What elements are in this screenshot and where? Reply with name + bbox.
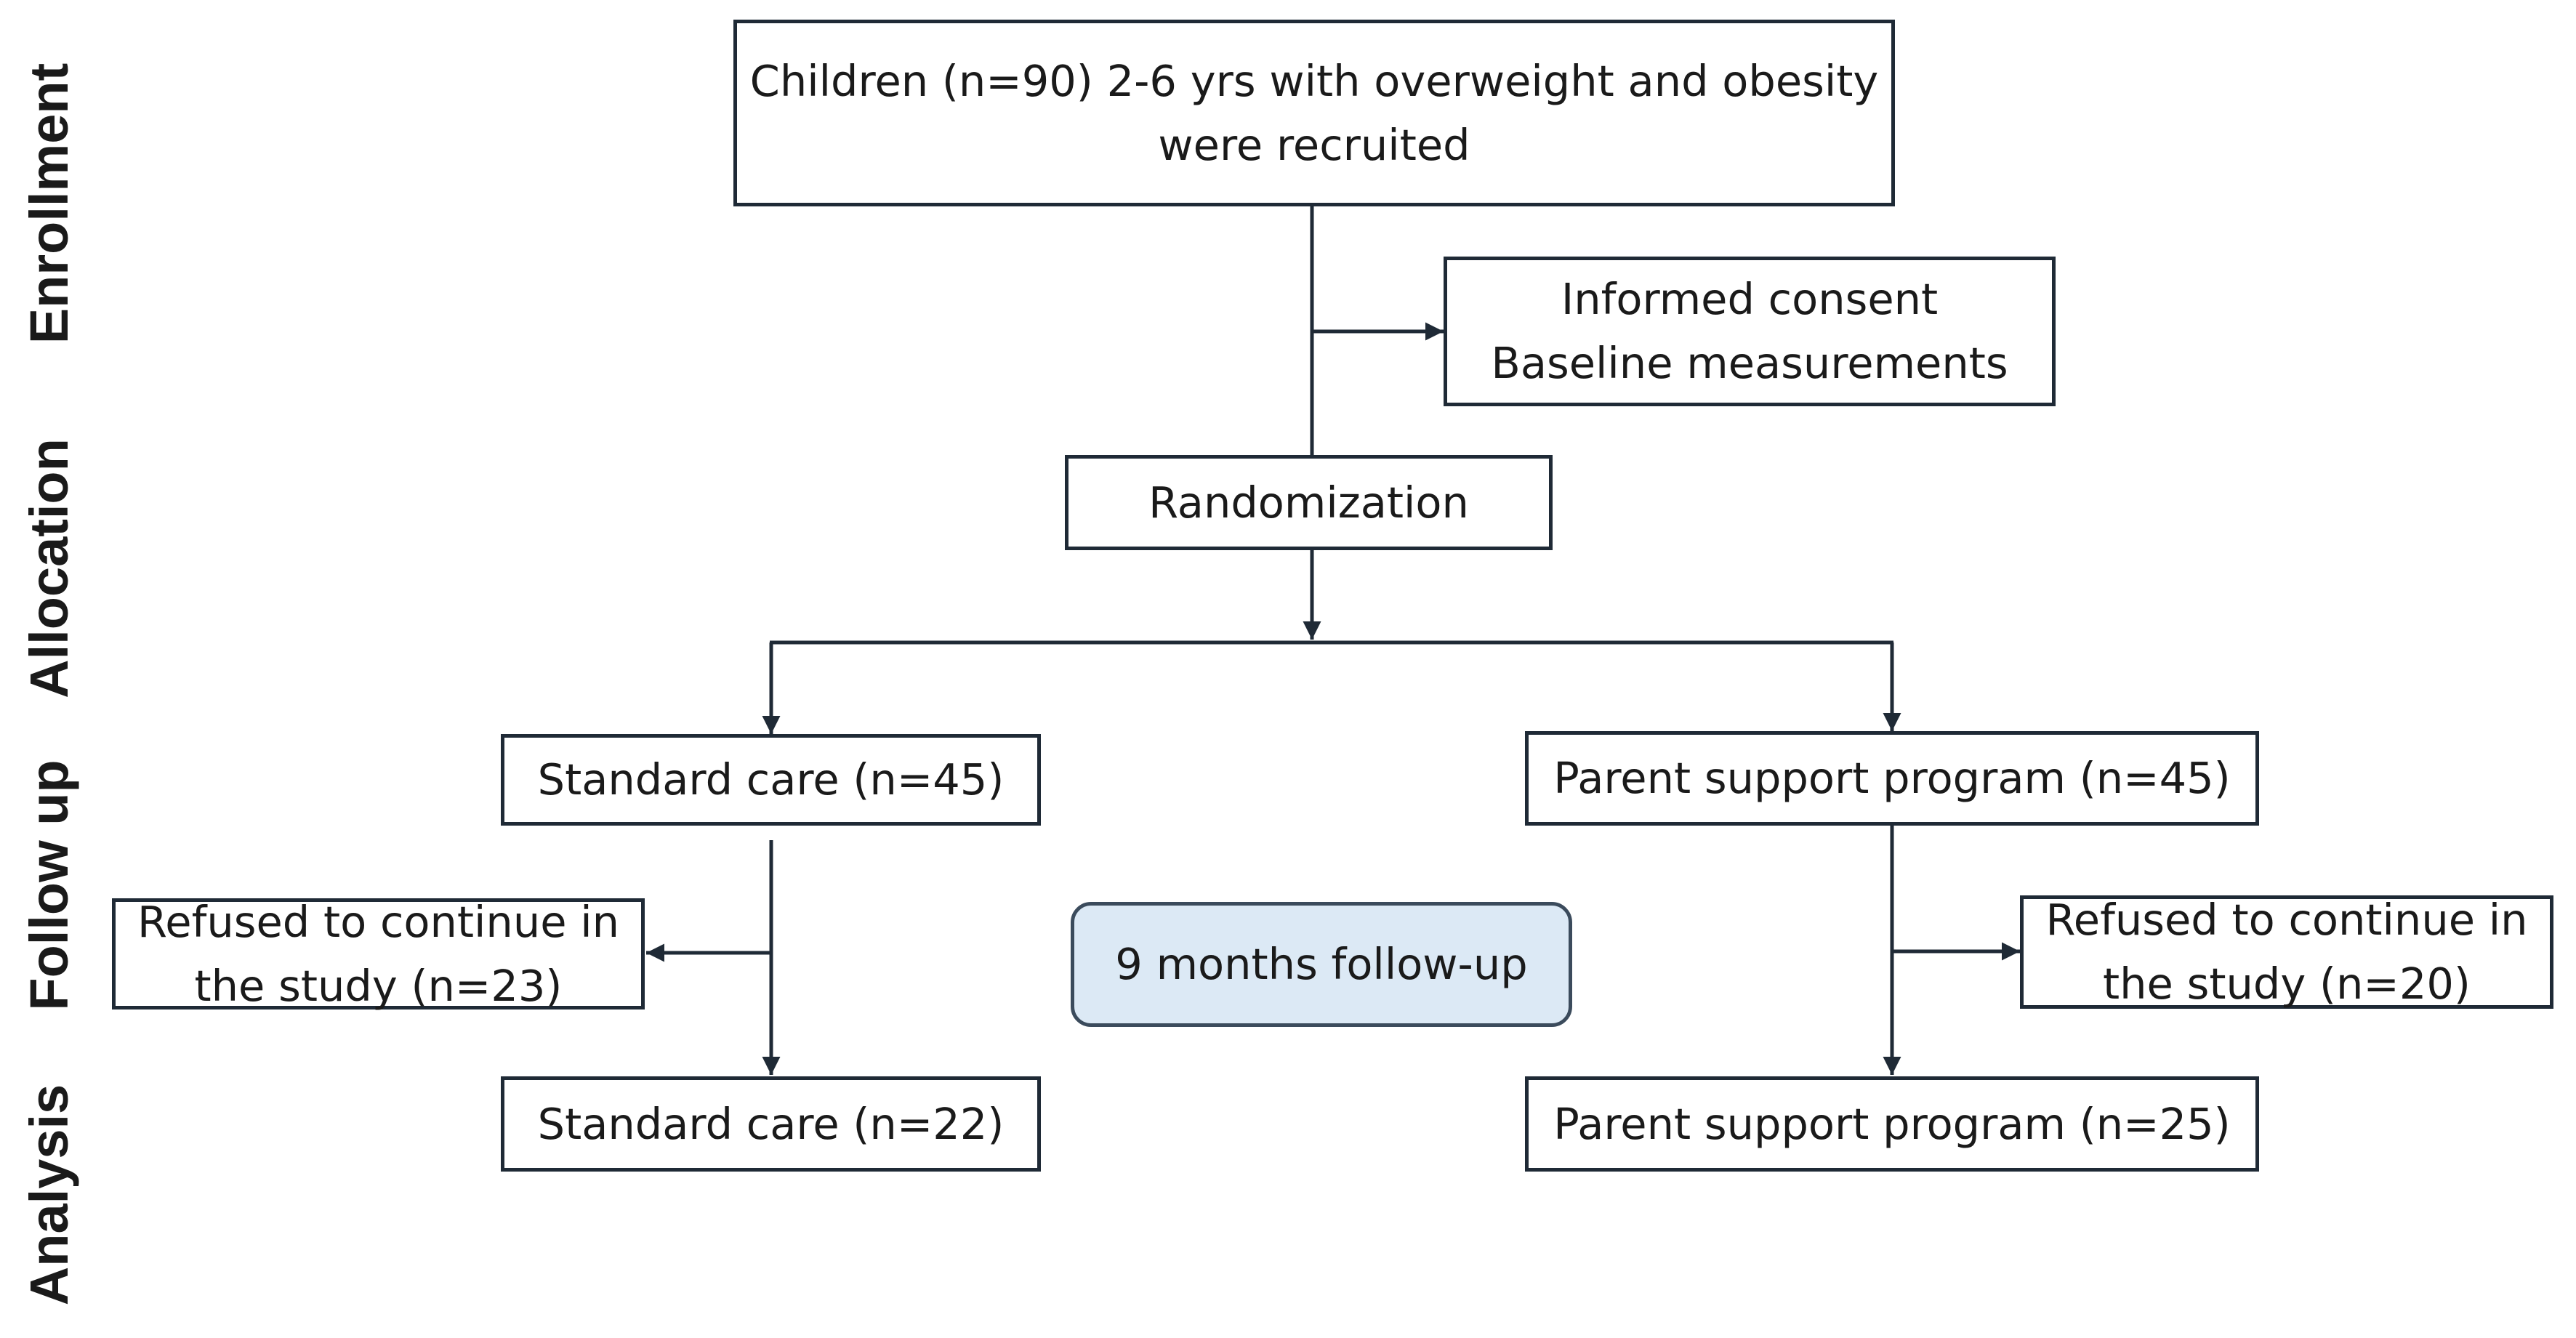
- box-recruited-line1: Children (n=90) 2-6 yrs with overweight …: [749, 55, 1879, 106]
- box-refused-right-line2: the study (n=20): [2103, 959, 2471, 1009]
- box-follow-up-period: 9 months follow-up: [1071, 902, 1572, 1027]
- box-recruited-line2: were recruited: [1158, 119, 1470, 170]
- box-parent-program-end: Parent support program (n=25): [1525, 1076, 2259, 1172]
- box-parent-program-start: Parent support program (n=45): [1525, 731, 2259, 826]
- box-randomization: Randomization: [1065, 455, 1553, 550]
- box-recruited: Children (n=90) 2-6 yrs with overweight …: [733, 20, 1895, 206]
- box-refused-left: Refused to continue in the study (n=23): [112, 897, 645, 1011]
- box-refused-right-line1: Refused to continue in: [2045, 895, 2528, 945]
- box-standard-care-start: Standard care (n=45): [501, 734, 1041, 826]
- box-consent-line1: Informed consent: [1561, 274, 1939, 324]
- box-refused-left-line1: Refused to continue in: [137, 896, 620, 947]
- box-standard-care-end: Standard care (n=22): [501, 1076, 1041, 1172]
- box-consent-line2: Baseline measurements: [1491, 338, 2008, 388]
- box-refused-right: Refused to continue in the study (n=20): [2020, 895, 2553, 1009]
- box-refused-left-line2: the study (n=23): [194, 960, 563, 1011]
- box-consent: Informed consent Baseline measurements: [1444, 257, 2056, 406]
